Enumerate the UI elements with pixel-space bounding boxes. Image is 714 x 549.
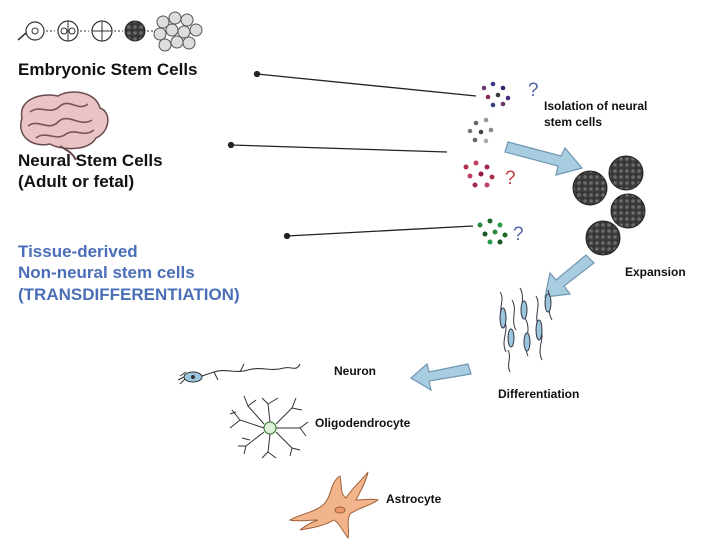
question-mark-1: ? bbox=[528, 80, 539, 101]
expansion-arrow bbox=[504, 141, 584, 176]
expansion-label: Expansion bbox=[625, 265, 686, 279]
question-mark-2: ? bbox=[505, 168, 516, 189]
differentiating-cells-icon bbox=[499, 287, 553, 373]
embryo-development-icon bbox=[17, 11, 203, 52]
isolation-label-line2: stem cells bbox=[544, 115, 603, 129]
isolated-cells-cluster-2 bbox=[467, 117, 494, 144]
source-connectors bbox=[227, 70, 477, 240]
tissue-derived-label: Tissue-derived bbox=[18, 242, 138, 261]
embryonic-stem-cells-label: Embryonic Stem Cells bbox=[18, 60, 198, 79]
question-mark-3: ? bbox=[513, 224, 524, 245]
isolation-label: Isolation of neural bbox=[544, 99, 648, 113]
oligodendrocyte-label: Oligodendrocyte bbox=[315, 416, 411, 430]
neurosphere-cluster bbox=[572, 155, 646, 256]
neuron-label: Neuron bbox=[334, 364, 376, 378]
oligodendrocyte-icon bbox=[229, 395, 309, 459]
differentiation-label: Differentiation bbox=[498, 387, 580, 401]
isolated-cells-cluster-3 bbox=[463, 160, 495, 188]
differentiation-arrow bbox=[544, 254, 595, 298]
astrocyte-label: Astrocyte bbox=[386, 492, 442, 506]
neural-stem-cells-label: Neural Stem Cells bbox=[18, 151, 163, 170]
neuron-icon bbox=[177, 363, 301, 385]
neural-stem-cells-origin-label: (Adult or fetal) bbox=[18, 172, 135, 191]
isolated-cells-cluster-1 bbox=[481, 81, 511, 108]
cell-type-arrow bbox=[409, 362, 472, 392]
brain-icon bbox=[19, 91, 109, 161]
isolated-cells-cluster-4 bbox=[477, 218, 508, 245]
astrocyte-icon bbox=[288, 471, 380, 540]
transdifferentiation-label: (TRANSDIFFERENTIATION) bbox=[18, 285, 240, 304]
non-neural-stem-cells-label: Non-neural stem cells bbox=[18, 263, 195, 282]
